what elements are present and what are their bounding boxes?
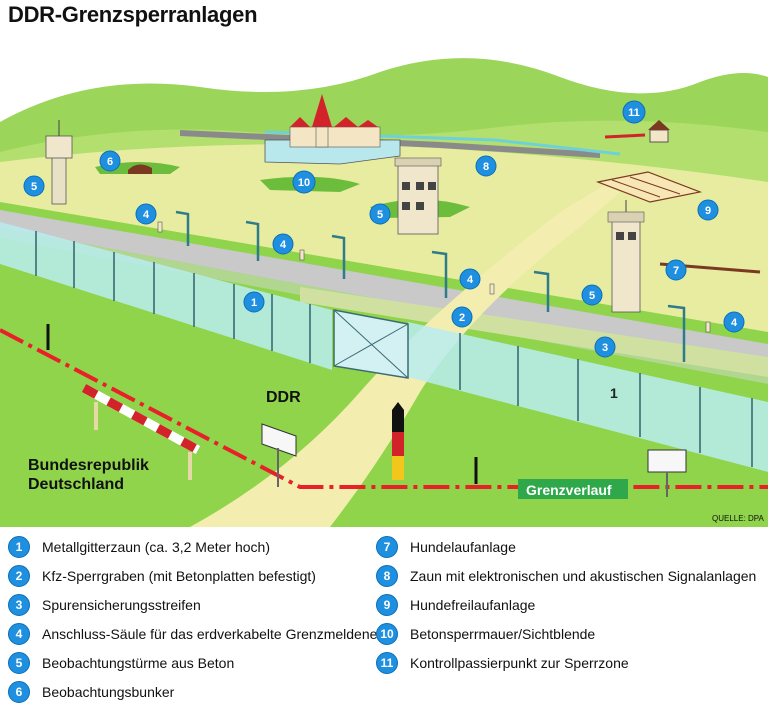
grenzverlauf-badge [518,479,628,499]
legend-number: 9 [376,594,398,616]
svg-text:7: 7 [673,265,679,277]
legend-text: Beobachtungstürme aus Beton [42,655,235,671]
legend-item-2: 2 Kfz-Sperrgraben (mit Betonplatten befe… [8,563,316,589]
marker-7: 7 [665,259,687,281]
sign-right [647,449,687,497]
lamp-posts [175,210,686,362]
svg-text:4: 4 [143,209,150,221]
legend-item-3: 3 Spurensicherungsstreifen [8,592,201,618]
svg-text:5: 5 [377,209,383,221]
source-label: QUELLE: DPA [712,514,765,523]
barrier [81,384,201,480]
legend-text: Kfz-Sperrgraben (mit Betonplatten befest… [42,568,316,584]
label-ddr: DDR [266,389,301,406]
legend-text: Metallgitterzaun (ca. 3,2 Meter hoch) [42,539,270,555]
svg-text:11: 11 [628,107,640,119]
village [289,94,381,148]
marker-6: 6 [99,150,121,172]
legend-text: Zaun mit elektronischen und akustischen … [410,568,757,584]
marker-4e: 4 [0,32,7,35]
svg-text:5: 5 [31,181,37,193]
legend-number: 3 [8,594,30,616]
svg-text:4: 4 [731,317,738,329]
sign-ddr [261,423,297,487]
marker-8: 8 [475,155,497,177]
label-grenzverlauf: Grenzverlauf [526,482,612,498]
marker-4a: 4 [135,203,157,225]
legend-text: Hundelaufanlage [410,539,516,555]
fence-mark: 1 [610,385,618,401]
svg-text:6: 6 [107,156,113,168]
marker-4c: 4 [459,268,481,290]
metal-fence [0,222,768,472]
svg-text:4: 4 [280,239,287,251]
svg-text:10: 10 [298,177,310,189]
legend-item-8: 8 Zaun mit elektronischen und akustische… [376,563,756,589]
legend-number: 2 [8,565,30,587]
marker-2: 2 [451,306,473,328]
legend-item-1: 1 Metallgitterzaun (ca. 3,2 Meter hoch) [8,534,270,560]
legend-number: 5 [8,652,30,674]
legend-item-9: 9 Hundefreilaufanlage [376,592,535,618]
marker-5a: 5 [23,175,45,197]
legend-text: Betonsperrmauer/Sichtblende [410,626,596,642]
legend-item-7: 7 Hundelaufanlage [376,534,516,560]
marker-3: 3 [594,336,616,358]
svg-text:1: 1 [251,297,257,309]
legend: 1 Metallgitterzaun (ca. 3,2 Meter hoch) … [0,530,768,710]
legend-text: Spurensicherungsstreifen [42,597,201,613]
legend-text: Hundefreilaufanlage [410,597,536,613]
svg-text:9: 9 [705,205,711,217]
watchtower-left [45,120,73,205]
marker-11: 11 [622,100,646,124]
marker-4b: 4 [272,233,294,255]
marker-5c: 5 [581,284,603,306]
watchtower-right [607,200,645,313]
border-illustration: DDR Bundesrepublik Deutschland Grenzverl… [0,32,768,527]
svg-text:8: 8 [483,161,489,173]
checkpoint [604,120,670,143]
legend-item-4: 4 Anschluss-Säule für das erdverkabelte … [8,621,388,647]
legend-number: 11 [376,652,398,674]
dog-kennel [595,171,703,203]
legend-text: Anschluss-Säule für das erdverkabelte Gr… [42,626,389,642]
marker-10: 10 [292,170,316,194]
bunker [128,164,152,174]
legend-item-6: 6 Beobachtungsbunker [8,679,174,705]
label-brd-2: Deutschland [28,476,124,493]
legend-number: 6 [8,681,30,703]
legend-item-10: 10 Betonsperrmauer/Sichtblende [376,621,595,647]
watchtower-center [394,157,442,235]
legend-item-11: 11 Kontrollpassierpunkt zur Sperrzone [376,650,629,676]
svg-text:3: 3 [602,342,608,354]
marker-9: 9 [697,199,719,221]
legend-item-5: 5 Beobachtungstürme aus Beton [8,650,234,676]
legend-text: Kontrollpassierpunkt zur Sperrzone [410,655,629,671]
legend-number: 8 [376,565,398,587]
page-title: DDR-Grenzsperranlagen [8,2,258,27]
border-post [392,402,404,480]
legend-number: 4 [8,623,30,645]
marker-4d: 4 [723,311,745,333]
svg-text:5: 5 [589,290,595,302]
svg-text:4: 4 [467,274,474,286]
legend-number: 10 [376,623,398,645]
svg-text:4: 4 [0,32,7,35]
label-brd-1: Bundesrepublik [28,457,149,474]
marker-1: 1 [243,291,265,313]
legend-number: 7 [376,536,398,558]
legend-text: Beobachtungsbunker [42,684,175,700]
svg-text:2: 2 [459,312,465,324]
marker-5b: 5 [369,203,391,225]
legend-number: 1 [8,536,30,558]
